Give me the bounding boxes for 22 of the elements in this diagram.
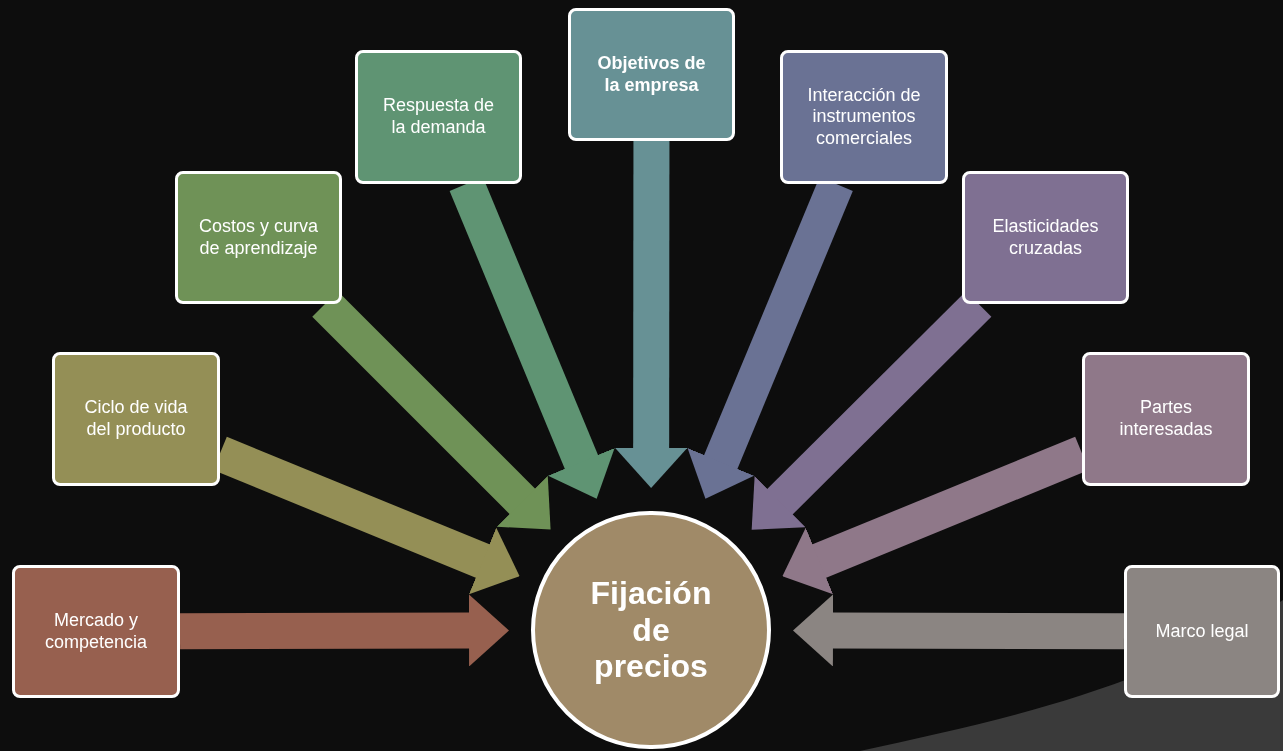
- factor-label: Costos y curva de aprendizaje: [198, 215, 319, 260]
- block-arrow: [793, 594, 1125, 667]
- factor-label: Partes interesadas: [1118, 397, 1214, 441]
- factor-box: [568, 8, 735, 141]
- factor-box: [52, 352, 220, 486]
- factor-label: Mercado y competencia: [43, 609, 149, 654]
- factor-box: [1082, 352, 1250, 486]
- block-arrow: [179, 594, 509, 667]
- factor-label: Objetivos de la empresa: [596, 52, 707, 97]
- factor-box: [962, 171, 1129, 304]
- factor-box: [780, 50, 948, 184]
- factor-label: Ciclo de vida del producto: [83, 397, 189, 441]
- factor-box: [12, 565, 180, 698]
- factor-label: Interacción de instrumentos comerciales: [806, 84, 922, 150]
- factor-box: [1124, 565, 1280, 698]
- factor-label: Respuesta de la demanda: [381, 95, 496, 139]
- factor-box: [175, 171, 342, 304]
- center-title: Fijación de precios: [589, 574, 713, 686]
- factor-box: [355, 50, 522, 184]
- block-arrow: [615, 141, 688, 488]
- factor-label: Elasticidades cruzadas: [991, 215, 1100, 260]
- factor-label: Marco legal: [1155, 620, 1249, 643]
